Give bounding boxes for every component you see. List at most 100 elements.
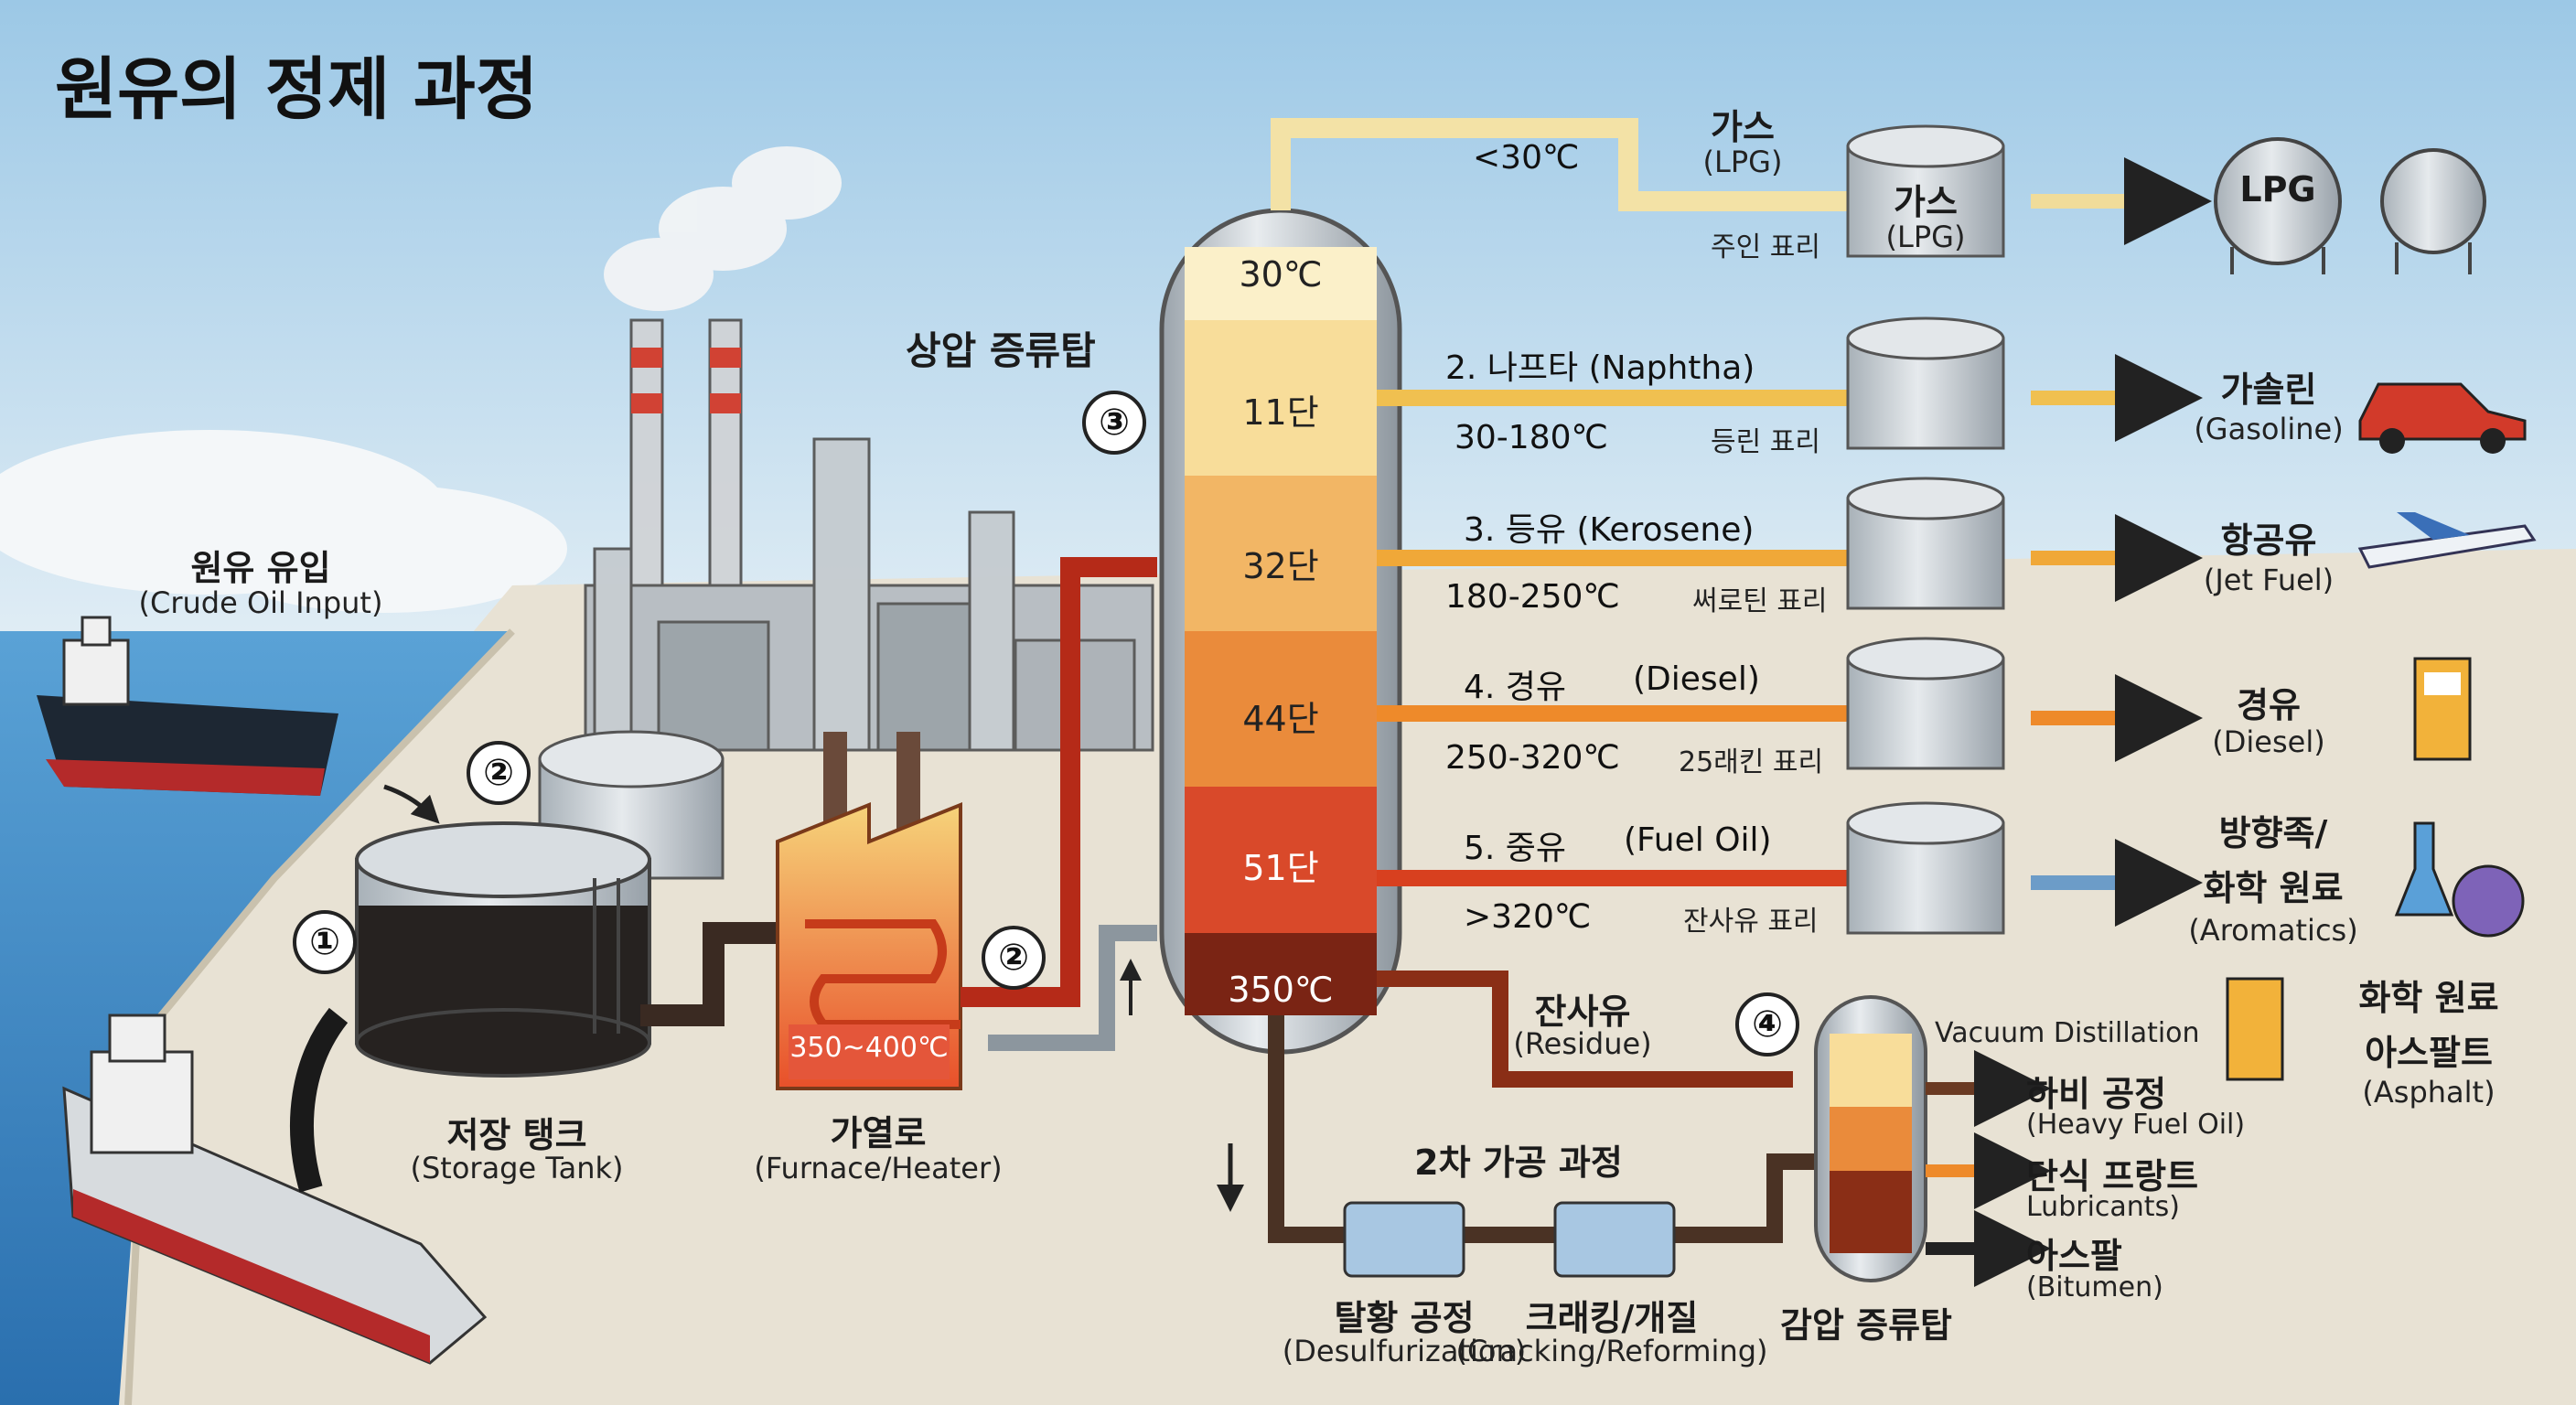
desulf-en: (Desulfurization) xyxy=(1282,1334,1527,1368)
column-top-temp: 30℃ xyxy=(1239,254,1323,295)
diesel-product-en: (Diesel) xyxy=(2212,724,2325,759)
lpg-spheres xyxy=(2214,137,2486,274)
gasoline-en: (Gasoline) xyxy=(2194,412,2344,446)
vacuum-label: Vacuum Distillation xyxy=(1935,1017,2200,1049)
vacuum-column xyxy=(1814,995,1927,1282)
fueloil-temp: >320℃ xyxy=(1464,898,1592,936)
cracking-en: (Cracking/Reforming) xyxy=(1455,1334,1768,1368)
gas-tank-en: (LPG) xyxy=(1885,220,1966,254)
vac-out1: 하비 공정 xyxy=(2026,1074,2167,1114)
heater-temp: 350~400℃ xyxy=(789,1032,949,1064)
section-32 xyxy=(1185,476,1377,631)
vac-out2: 단식 프랑트 xyxy=(2026,1156,2199,1196)
desulf-label: 탈황 공정 xyxy=(1334,1298,1475,1338)
storage-label: 저장 탱크 xyxy=(446,1115,587,1155)
cracking-label: 크래킹/개질 xyxy=(1525,1298,1699,1338)
airplane-icon xyxy=(2357,512,2537,569)
column-name: 상압 증류탑 xyxy=(906,328,1096,373)
fuel-pump-icon xyxy=(2413,657,2472,761)
fueloil-label-en: (Fuel Oil) xyxy=(1624,821,1772,859)
diesel-tank-note: 25래킨 표리 xyxy=(1679,746,1824,778)
marker-2a: ② xyxy=(467,741,531,805)
cloud xyxy=(201,485,567,613)
vac-out3-en: (Bitumen) xyxy=(2026,1271,2163,1303)
jetfuel-label: 항공유 xyxy=(2220,520,2317,561)
refinery-background xyxy=(584,146,1154,752)
oil-pour xyxy=(290,1007,349,1193)
naphtha-label: 2. 나프타 (Naphtha) xyxy=(1445,349,1755,387)
car-icon xyxy=(2358,382,2527,454)
storage-en: (Storage Tank) xyxy=(410,1151,624,1185)
lpg-sphere-label: LPG xyxy=(2239,169,2316,209)
secondary-title: 2차 가공 과정 xyxy=(1414,1142,1623,1183)
gas-label: 가스 xyxy=(1711,107,1775,147)
heater-label: 가열로 xyxy=(830,1113,927,1153)
column-bottom-temp: 350℃ xyxy=(1228,970,1334,1010)
tray-44: 44단 xyxy=(1242,699,1319,739)
diesel-product: 경유 xyxy=(2237,685,2301,725)
kerosene-temp: 180-250℃ xyxy=(1445,578,1620,616)
flask-icons xyxy=(2394,821,2525,938)
gas-tank-note: 주인 표리 xyxy=(1711,231,1820,263)
aromatics-label: 방향족/ xyxy=(2218,813,2328,853)
asphalt-en: (Asphalt) xyxy=(2362,1075,2496,1110)
pipe-heater-to-column xyxy=(961,557,1157,1007)
column-top-pipe xyxy=(1271,118,1848,211)
chemicals-label: 화학 원료 xyxy=(2203,868,2344,908)
aromatics-en: (Aromatics) xyxy=(2188,913,2358,948)
storage-tank xyxy=(355,821,651,1078)
section-51 xyxy=(1185,787,1377,933)
marker-2b: ② xyxy=(982,926,1046,990)
tray-11: 11단 xyxy=(1242,392,1319,433)
tray-32: 32단 xyxy=(1242,546,1319,586)
cracking-unit xyxy=(1553,1201,1676,1278)
marker-4: ④ xyxy=(1735,992,1799,1056)
section-44 xyxy=(1185,631,1377,787)
asphalt-line2: 아스팔트 xyxy=(2365,1033,2493,1073)
product-arrows xyxy=(2031,157,2212,927)
residue-en: (Residue) xyxy=(1513,1026,1652,1061)
diesel-label: 4. 경유 xyxy=(1464,669,1567,706)
atmospheric-column xyxy=(1159,208,1402,1055)
furnace-heater xyxy=(776,732,962,1090)
asphalt-line1: 화학 원료 xyxy=(2358,978,2499,1018)
gas-tank-name: 가스 xyxy=(1894,182,1958,222)
fueloil-tank-note: 잔사유 표리 xyxy=(1683,906,1819,938)
pipe-return xyxy=(988,925,1157,1051)
pipe-residue xyxy=(1377,971,1793,1088)
jetfuel-en: (Jet Fuel) xyxy=(2203,563,2334,597)
product-tanks xyxy=(1846,124,2005,935)
vac-out3: 아스팔 xyxy=(2026,1236,2122,1276)
gasoline-label: 가솔린 xyxy=(2220,370,2317,410)
vacuum-name: 감압 증류탑 xyxy=(1779,1305,1953,1346)
pipe-secondary xyxy=(1268,1015,1345,1243)
section-bottom xyxy=(1185,933,1377,1015)
kerosene-label: 3. 등유 (Kerosene) xyxy=(1464,511,1755,549)
page-title: 원유의 정제 과정 xyxy=(55,50,539,129)
desulfurization-unit xyxy=(1343,1201,1465,1278)
marker-1: ① xyxy=(293,910,357,974)
crude-input-label: 원유 유입 xyxy=(190,548,331,588)
section-11 xyxy=(1185,320,1377,476)
heater-en: (Furnace/Heater) xyxy=(754,1151,1003,1185)
arrow-ship-to-tank xyxy=(383,784,440,824)
tanker-ship-bottom xyxy=(62,1014,488,1365)
tanker-ship-top xyxy=(37,616,338,796)
fueloil-label: 5. 중유 xyxy=(1464,830,1567,867)
naphtha-temp: 30-180℃ xyxy=(1454,419,1608,456)
kerosene-tank-note: 써로틴 표리 xyxy=(1692,585,1828,617)
vac-out1-en: (Heavy Fuel Oil) xyxy=(2026,1109,2246,1141)
naphtha-tank-note: 등린 표리 xyxy=(1711,426,1820,458)
gas-en: (LPG) xyxy=(1702,145,1783,179)
diesel-temp: 250-320℃ xyxy=(1445,739,1620,777)
marker-3: ③ xyxy=(1082,391,1146,455)
pipe-storage-to-heater xyxy=(640,922,823,1026)
section-30c xyxy=(1185,247,1377,320)
residue-label: 잔사유 xyxy=(1534,992,1631,1032)
crude-input-en: (Crude Oil Input) xyxy=(138,585,383,620)
tray-51: 51단 xyxy=(1242,848,1319,888)
asphalt-pump-icon xyxy=(2226,977,2284,1081)
gas-temp: <30℃ xyxy=(1473,139,1580,177)
diesel-label-en: (Diesel) xyxy=(1633,660,1760,698)
